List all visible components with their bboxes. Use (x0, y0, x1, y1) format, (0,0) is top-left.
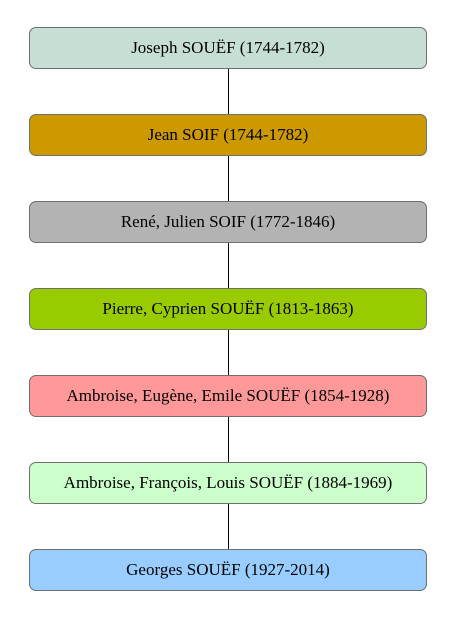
connector-line (228, 156, 229, 201)
person-box-ambroise-eugene-emile: Ambroise, Eugène, Emile SOUËF (1854-1928… (29, 375, 427, 417)
person-box-jean: Jean SOIF (1744-1782) (29, 114, 427, 156)
person-box-rene-julien: René, Julien SOIF (1772-1846) (29, 201, 427, 243)
connector-line (228, 330, 229, 375)
person-box-pierre-cyprien: Pierre, Cyprien SOUËF (1813-1863) (29, 288, 427, 330)
person-box-joseph: Joseph SOUËF (1744-1782) (29, 27, 427, 69)
connector-line (228, 243, 229, 288)
connector-line (228, 417, 229, 462)
connector-line (228, 69, 229, 114)
person-box-ambroise-francois-louis: Ambroise, François, Louis SOUËF (1884-19… (29, 462, 427, 504)
person-box-georges: Georges SOUËF (1927-2014) (29, 549, 427, 591)
connector-line (228, 504, 229, 549)
